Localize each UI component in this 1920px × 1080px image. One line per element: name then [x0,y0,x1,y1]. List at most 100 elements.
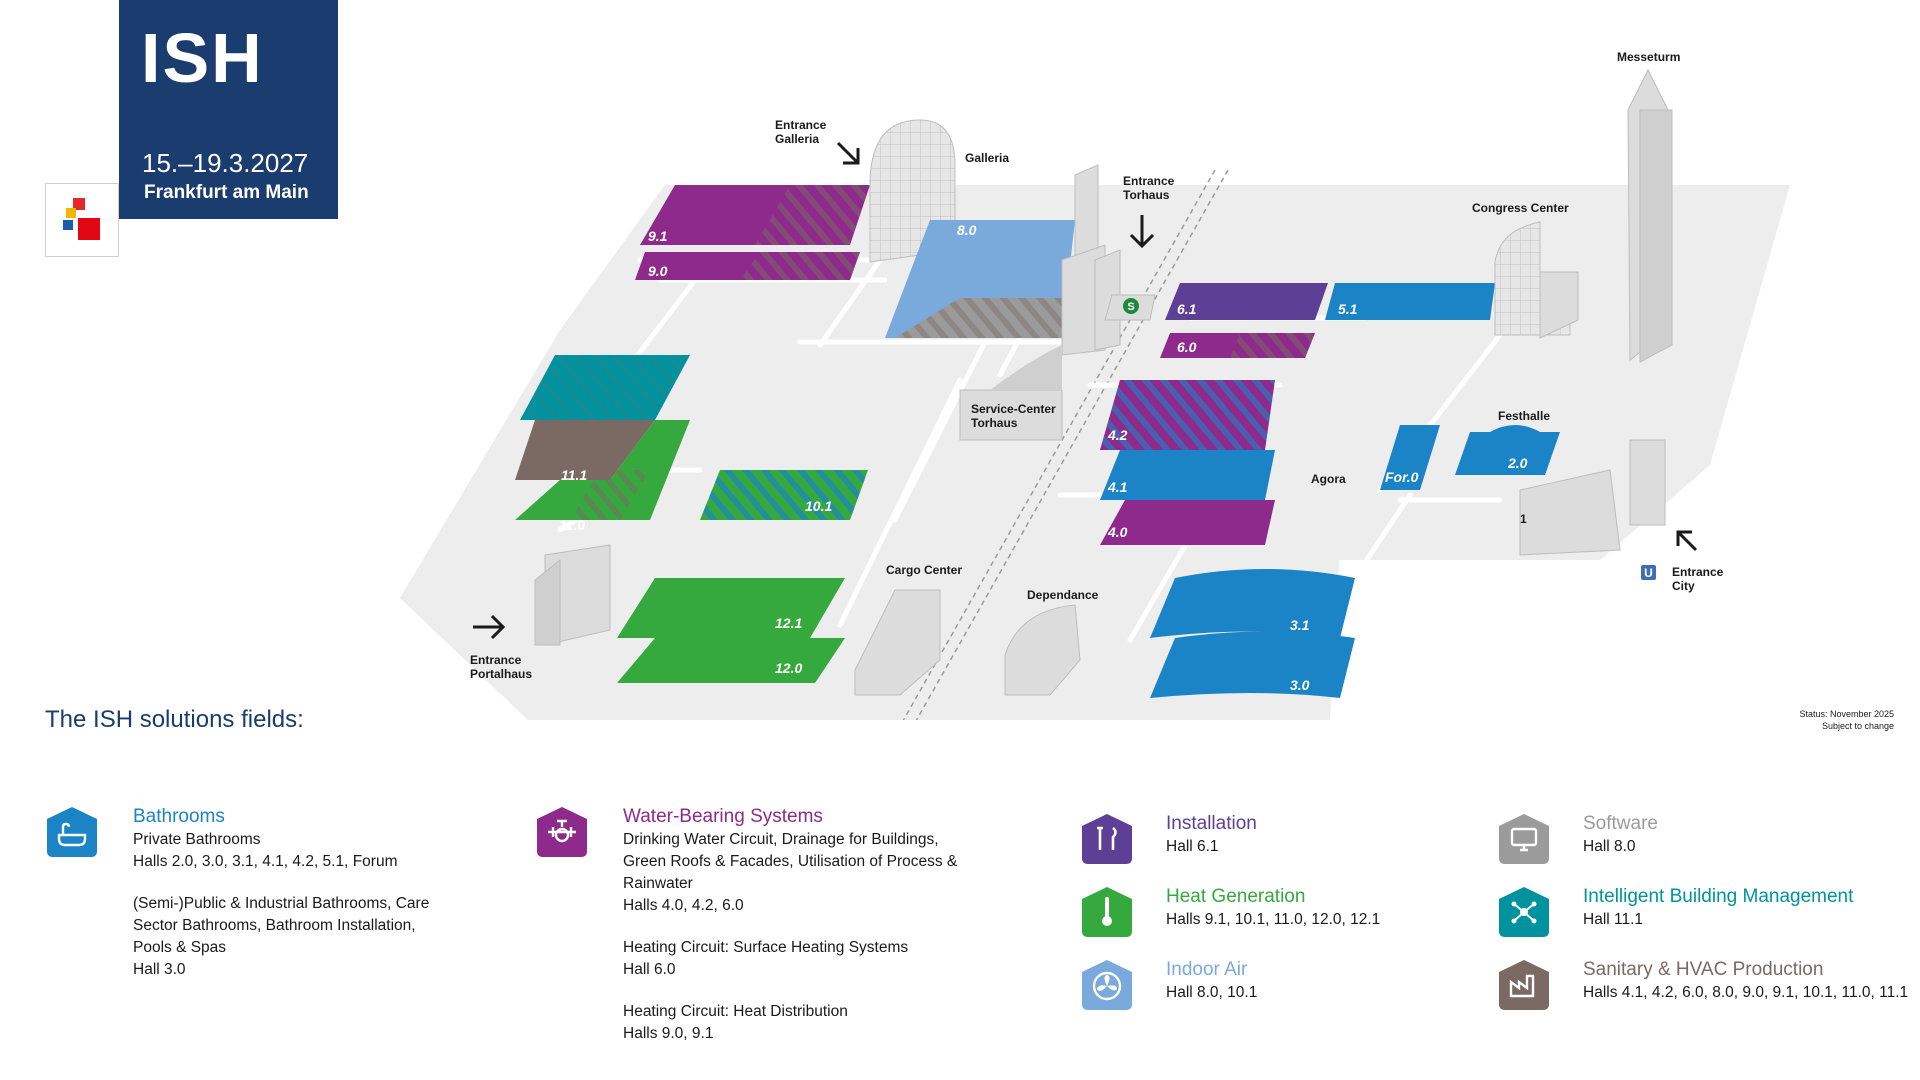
pipe-valve-icon [535,805,589,859]
label-line: Portalhaus [470,667,533,681]
hall-labels: 9.1 9.0 8.0 6.1 6.0 5.1 11.1 11.0 10.1 4… [559,222,1528,693]
legend-line: (Semi-)Public & Industrial Bathrooms, Ca… [133,895,430,912]
label-festhalle: Festhalle [1498,409,1551,423]
label-entrance-torhaus: Entrance Torhaus [1123,174,1174,202]
solutions-fields-title: The ISH solutions fields: [45,706,304,733]
hall-6-1[interactable] [1165,283,1328,320]
legend-name: Software [1583,813,1658,834]
hall-label-4-2: 4.2 [1107,427,1128,443]
hall-forum[interactable] [1380,425,1440,490]
hall-4-1[interactable] [1100,450,1275,500]
dependance-building [1004,604,1081,696]
legend-name: Intelligent Building Management [1583,886,1854,907]
label-congress-center: Congress Center [1472,201,1569,215]
hall-9-0[interactable] [635,252,860,280]
hall-4-0[interactable] [1100,500,1275,545]
building-1-label: 1 [1520,512,1527,526]
legend-line: Hall 3.0 [133,961,186,978]
hall-label-6-0: 6.0 [1177,339,1197,355]
label-line: Torhaus [1123,188,1170,202]
label-dependance: Dependance [1027,588,1099,602]
label-line: Entrance [1123,174,1175,188]
event-banner: ISH 15.–19.3.2027 Frankfurt am Main [119,0,338,219]
label-line: Torhaus [971,416,1018,430]
hall-5-1[interactable] [1325,283,1495,320]
hall-11-1[interactable] [515,355,690,480]
network-icon [1497,885,1551,939]
legend-spacer [623,981,983,1001]
hall-label-5-1: 5.1 [1338,301,1358,317]
thermometer-icon [1080,885,1134,939]
event-dates: 15.–19.3.2027 [142,148,309,178]
logo-square-yellow [66,208,76,218]
hall-2-0[interactable] [1455,425,1560,475]
status-line: Subject to change [1821,721,1894,731]
service-center-building [959,345,1063,441]
hall-label-11-0: 11.0 [559,517,585,533]
hall-12-1[interactable] [617,578,845,638]
legend-name: Installation [1166,813,1257,834]
label-entrance-galleria: Entrance Galleria [775,118,826,146]
hall-3-0[interactable] [1150,631,1355,699]
legend-line: Hall 8.0 [1583,838,1636,855]
legend-line: Halls 4.1, 4.2, 6.0, 8.0, 9.0, 9.1, 10.1… [1583,984,1909,1001]
arrow-torhaus-icon [1129,215,1155,249]
hall-3-1[interactable] [1150,569,1355,638]
legend-line: Hall 6.0 [623,961,676,978]
hall-label-3-1: 3.1 [1290,617,1310,633]
u-bahn-station: U [1641,565,1656,580]
label-line: Entrance [470,653,522,667]
label-messeturm: Messeturm [1617,50,1681,64]
hall-label-12-0: 12.0 [775,660,802,676]
hall-10-1[interactable] [700,470,868,520]
legend-spacer [623,917,983,937]
label-line: Galleria [775,132,820,146]
logo-square-blue [63,220,73,230]
legend-line: Hall 11.1 [1583,911,1644,928]
tools-icon [1080,812,1134,866]
hall-label-4-0: 4.0 [1107,524,1128,540]
hall-6-0[interactable] [1160,333,1315,358]
hall-label-2-0: 2.0 [1507,455,1528,471]
label-agora: Agora [1311,472,1346,486]
label-entrance-portalhaus: Entrance Portalhaus [470,653,532,681]
s-bahn-icon: S [1127,301,1134,313]
arrow-portalhaus-icon [473,614,506,640]
hall-label-10-1: 10.1 [805,498,832,514]
portalhaus-building [534,544,611,646]
hall-9-1[interactable] [640,185,870,245]
label-cargo-center: Cargo Center [886,563,963,577]
legend-line: Halls 9.1, 10.1, 11.0, 12.0, 12.1 [1166,911,1381,928]
hall-label-9-0: 9.0 [648,263,668,279]
hall-label-9-1: 9.1 [648,228,668,244]
hall-11-0[interactable] [515,420,690,520]
hall-label-6-1: 6.1 [1177,301,1197,317]
fan-icon [1080,958,1134,1012]
legend-name: Indoor Air [1166,959,1248,980]
railway-line [902,169,1229,720]
hall-label-8-0: 8.0 [957,222,977,238]
messeturm-building [1627,68,1673,363]
legend-line: Halls 2.0, 3.0, 3.1, 4.1, 4.2, 5.1, Foru… [133,853,398,870]
hall-12-0[interactable] [617,638,845,683]
site-map: S [400,68,1790,720]
messe-logo [45,183,119,257]
torhaus-towers [1061,164,1121,356]
legend-line: Pools & Spas [133,939,227,956]
label-line: Service-Center [971,402,1056,416]
arrow-galleria-icon [836,141,860,165]
hall-label-3-0: 3.0 [1290,677,1310,693]
bathtub-icon [45,805,99,859]
hall-8-0[interactable] [885,220,1075,338]
legend-line: Drinking Water Circuit, Drainage for Bui… [623,831,939,848]
legend-line: Halls 9.0, 9.1 [623,1025,714,1042]
label-entrance-city: Entrance City [1672,565,1723,593]
hall-4-2[interactable] [1100,380,1275,450]
